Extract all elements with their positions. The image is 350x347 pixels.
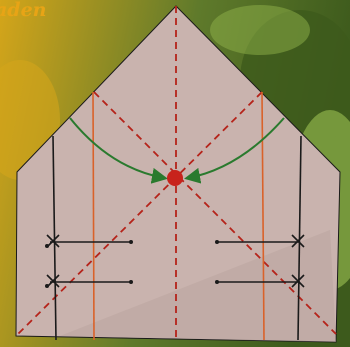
pin-dot [215,240,219,244]
pin-dot [45,244,49,248]
guide-left [93,92,94,340]
pin-dot [215,280,219,284]
pin-dot [129,240,133,244]
center-mark [167,170,183,186]
pin-dot [45,284,49,288]
pin-dot [129,280,133,284]
